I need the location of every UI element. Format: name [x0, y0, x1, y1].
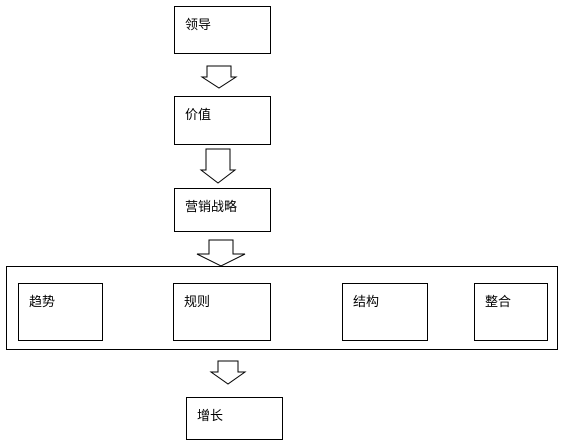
node-rules: 规则: [173, 283, 271, 341]
node-value-label: 价值: [185, 108, 212, 123]
node-leader: 领导: [174, 6, 271, 54]
node-value: 价值: [174, 96, 271, 145]
node-integration-label: 整合: [485, 295, 512, 310]
node-marketing-strategy-label: 营销战略: [185, 200, 238, 215]
node-leader-label: 领导: [185, 18, 212, 33]
node-structure: 结构: [342, 283, 428, 341]
down-arrow-icon: [209, 360, 247, 385]
node-trend-label: 趋势: [29, 295, 56, 310]
down-arrow-icon: [200, 65, 238, 89]
node-structure-label: 结构: [353, 295, 380, 310]
node-trend: 趋势: [18, 283, 103, 341]
node-growth-label: 增长: [197, 409, 224, 424]
down-arrow-icon: [199, 148, 237, 184]
node-rules-label: 规则: [184, 295, 211, 310]
node-marketing-strategy: 营销战略: [174, 188, 271, 232]
node-growth: 增长: [186, 397, 283, 440]
node-integration: 整合: [474, 283, 548, 341]
down-arrow-icon: [196, 239, 246, 267]
